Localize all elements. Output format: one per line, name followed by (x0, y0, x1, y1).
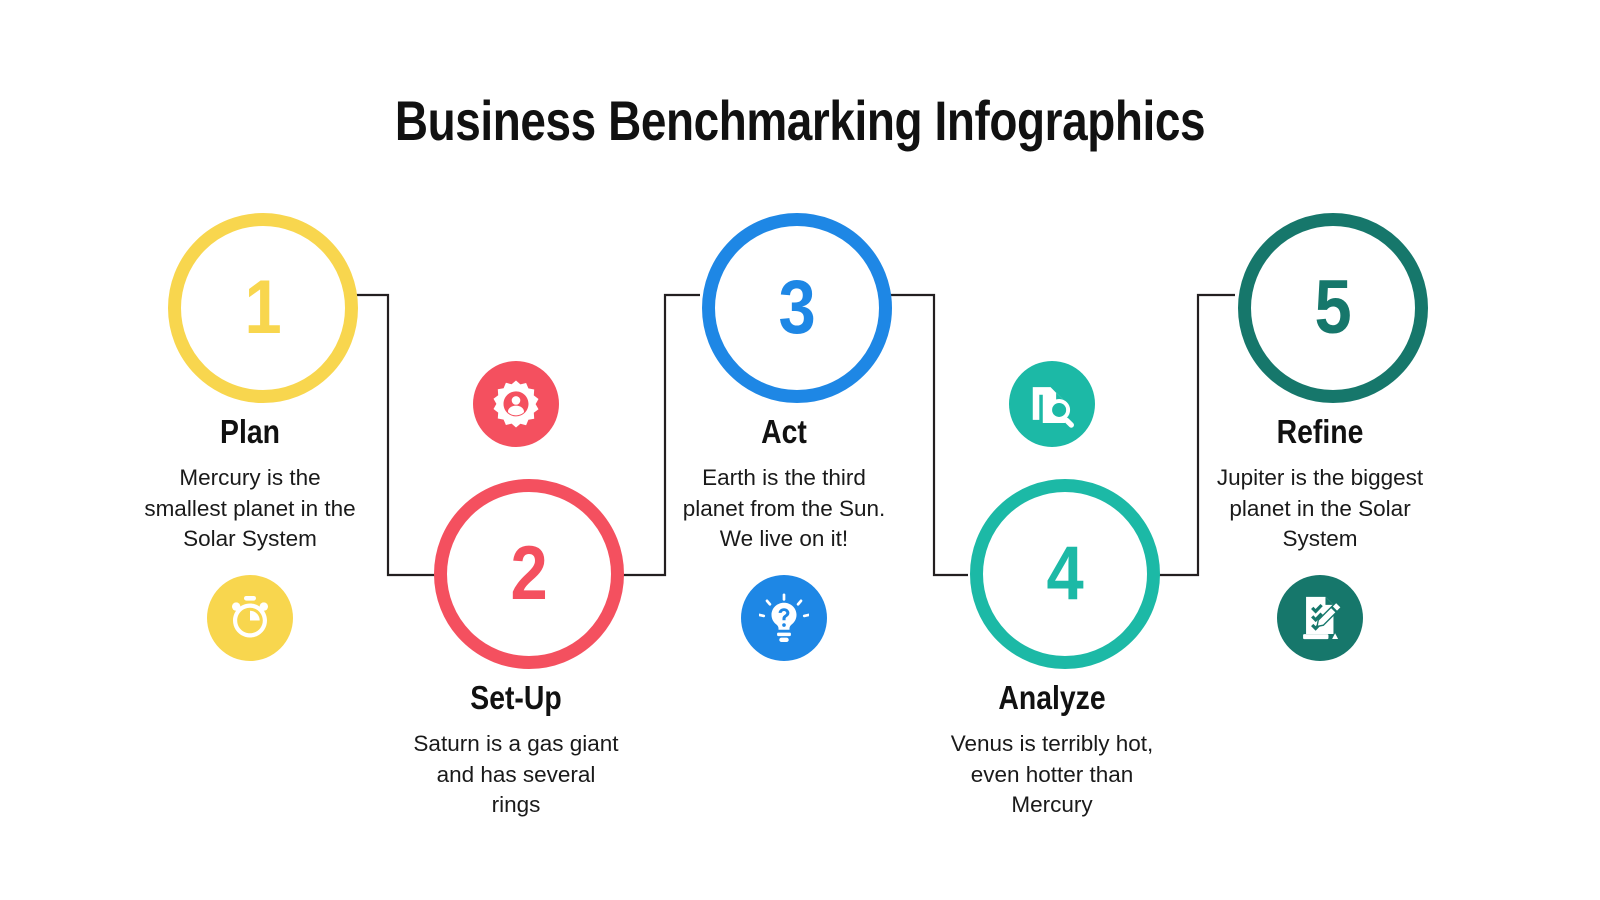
step-3-number: 3 (778, 265, 816, 350)
step-4-number-ring: 4 (970, 479, 1160, 669)
lightbulb-idea-icon (741, 575, 827, 661)
step-1-number: 1 (244, 265, 282, 350)
step-5-number: 5 (1314, 265, 1352, 350)
step-5-label: Refine (1276, 413, 1364, 450)
step-4-number: 4 (1046, 531, 1084, 616)
step-3-description: Earth is the third planet from the Sun. … (682, 465, 886, 551)
page-title: Business Benchmarking Infographics (394, 89, 1206, 152)
step-4-description: Venus is terribly hot, even hotter than … (950, 731, 1154, 817)
step-2-number-ring: 2 (434, 479, 624, 669)
step-3-number-ring: 3 (702, 213, 892, 403)
step-5-description: Jupiter is the biggest planet in the Sol… (1216, 465, 1424, 551)
step-5-number-ring: 5 (1238, 213, 1428, 403)
step-1-number-ring: 1 (168, 213, 358, 403)
document-search-icon (1009, 361, 1095, 447)
step-1-label: Plan (220, 413, 280, 450)
stopwatch-icon (207, 575, 293, 661)
step-2-number: 2 (510, 531, 548, 616)
step-2-description: Saturn is a gas giant and has several ri… (413, 731, 619, 817)
step-2-label: Set-Up (470, 679, 562, 716)
step-4-label: Analyze (998, 679, 1106, 716)
step-3-label: Act (761, 413, 807, 450)
checklist-pencil-icon (1277, 575, 1363, 661)
gear-user-icon (473, 361, 559, 447)
step-1-description: Mercury is the smallest planet in the So… (144, 465, 356, 551)
